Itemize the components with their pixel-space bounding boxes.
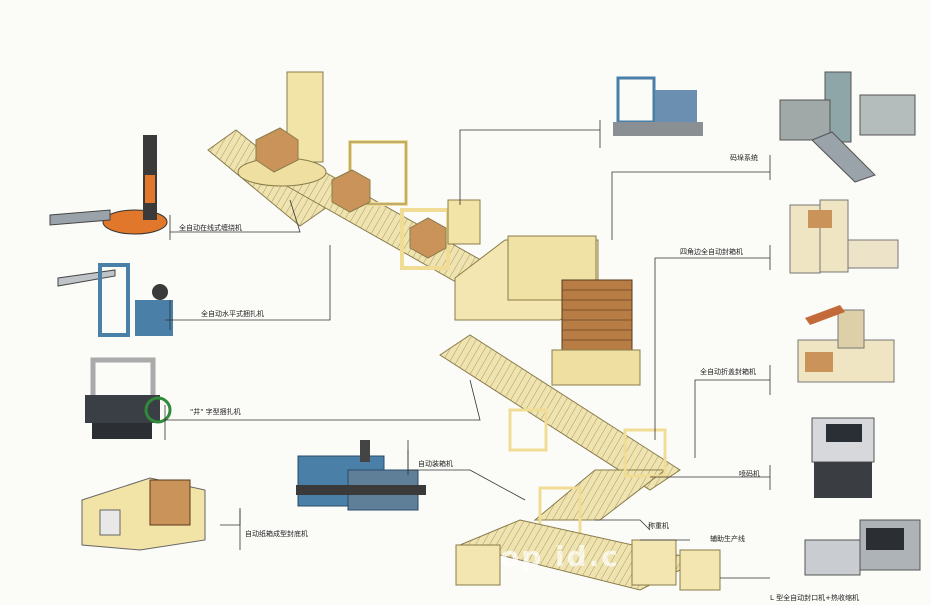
label-flap-sealer: 全自动折盖封箱机 bbox=[700, 368, 756, 376]
inkjet-printer-machine bbox=[811, 417, 875, 498]
flap-sealer-machine bbox=[797, 305, 895, 383]
label-inkjet-printer: 喷码机 bbox=[739, 470, 760, 478]
case-packer-machine bbox=[296, 440, 426, 511]
control-cabinet bbox=[447, 199, 481, 245]
packing-table bbox=[679, 549, 721, 591]
pallet-box bbox=[331, 169, 371, 213]
label-cross-strapper: "井" 字型捆扎机 bbox=[190, 408, 241, 416]
watermark: op id.c bbox=[500, 540, 620, 573]
label-carton-erector: 自动纸箱成型封底机 bbox=[245, 530, 308, 538]
sealer-frame bbox=[508, 408, 548, 452]
pallet-box bbox=[255, 127, 299, 173]
stretch-wrapper-machine bbox=[49, 135, 168, 235]
label-l-sealer-shrink: L 型全自动封口机+热收缩机 bbox=[770, 594, 859, 602]
l-sealer-shrink-machine bbox=[804, 519, 921, 576]
palletizing-system-machine bbox=[613, 76, 703, 136]
conveyor-segment bbox=[439, 334, 681, 491]
palletizer-robot-machine bbox=[779, 71, 916, 183]
sealer-frame bbox=[623, 428, 667, 478]
packing-table bbox=[455, 544, 501, 586]
label-palletizer: 码垛系统 bbox=[730, 154, 758, 162]
packing-table bbox=[631, 539, 677, 586]
callout-lines bbox=[164, 120, 771, 579]
horizontal-strapper-machine bbox=[57, 263, 173, 337]
label-stretch-wrapper: 全自动在线式缠绕机 bbox=[179, 224, 242, 232]
cross-strapper-machine bbox=[85, 357, 172, 439]
label-case-packer: 自动装箱机 bbox=[418, 460, 453, 468]
pallet-box bbox=[409, 217, 447, 259]
pallet-base bbox=[551, 349, 641, 386]
four-corner-sealer-machine bbox=[789, 199, 899, 274]
carton-erector-machine bbox=[81, 477, 206, 551]
label-packing-line: 辅助生产线 bbox=[710, 535, 745, 543]
label-four-corner-sealer: 四角边全自动封箱机 bbox=[680, 248, 743, 256]
label-horizontal-strapper: 全自动水平式捆扎机 bbox=[201, 310, 264, 318]
central-production-line bbox=[207, 71, 721, 591]
label-weigher: 称重机 bbox=[648, 522, 669, 530]
